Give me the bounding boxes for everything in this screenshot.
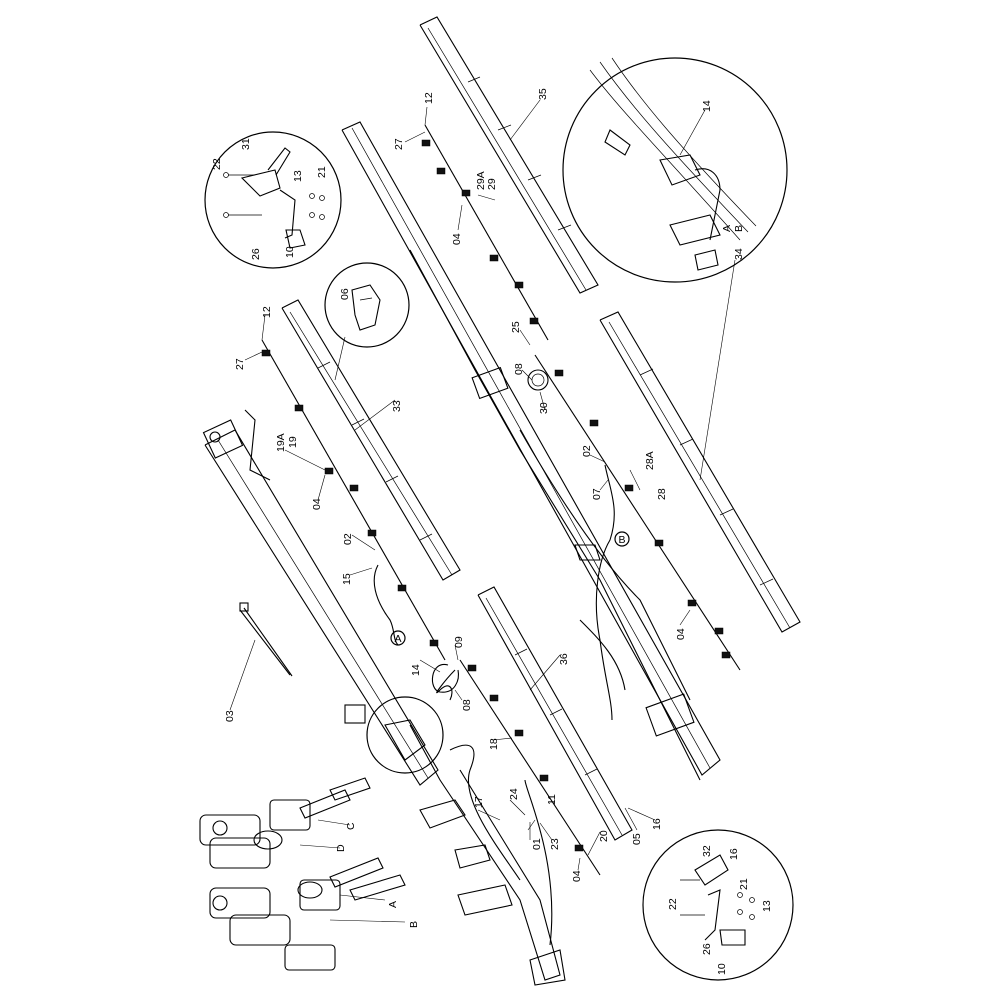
svg-text:24: 24 (508, 788, 520, 800)
svg-text:21: 21 (738, 878, 750, 890)
svg-text:08: 08 (461, 699, 473, 711)
spray-pipe-29 (421, 124, 549, 341)
svg-text:33: 33 (391, 400, 403, 412)
svg-text:16: 16 (728, 848, 740, 860)
hose-clip-14 (431, 664, 459, 693)
svg-text:27: 27 (234, 358, 246, 370)
hoses (373, 369, 615, 721)
svg-text:04: 04 (675, 628, 687, 640)
svg-text:16: 16 (651, 818, 663, 830)
valve-assembly (199, 777, 406, 971)
svg-text:29: 29 (486, 178, 498, 190)
svg-text:A: A (394, 633, 401, 645)
svg-text:14: 14 (410, 664, 422, 676)
svg-text:B: B (618, 534, 625, 546)
svg-text:31: 31 (240, 138, 252, 150)
tie-strap-03 (239, 602, 293, 677)
svg-text:A: A (721, 225, 733, 232)
main-center-beam (341, 121, 721, 781)
svg-text:04: 04 (451, 233, 463, 245)
svg-text:34: 34 (733, 248, 745, 260)
boom-rail-33 (281, 299, 461, 581)
svg-text:A: A (387, 901, 399, 908)
svg-text:04: 04 (311, 498, 323, 510)
svg-text:35: 35 (537, 88, 549, 100)
svg-text:10: 10 (284, 246, 296, 258)
svg-text:23: 23 (549, 838, 561, 850)
detail-circle-top-right: 14 A B (562, 57, 788, 283)
svg-text:25: 25 (510, 321, 522, 333)
svg-text:26: 26 (701, 943, 713, 955)
svg-text:B: B (408, 921, 420, 928)
svg-text:06: 06 (339, 288, 351, 300)
callout-labels: 12 27 35 29A 29 04 25 08 30 02 28A 28 07… (224, 88, 745, 928)
spray-pipe-18 (459, 659, 601, 876)
svg-text:02: 02 (581, 445, 593, 457)
boom-rail-35 (419, 16, 599, 294)
svg-text:12: 12 (261, 306, 273, 318)
svg-text:01: 01 (531, 838, 543, 850)
svg-text:17: 17 (473, 796, 485, 808)
svg-text:02: 02 (342, 533, 354, 545)
svg-text:15: 15 (341, 573, 353, 585)
svg-text:D: D (335, 844, 347, 852)
spray-pipe-28 (534, 354, 741, 671)
svg-text:18: 18 (488, 738, 500, 750)
svg-text:07: 07 (591, 488, 603, 500)
svg-text:08: 08 (513, 363, 525, 375)
svg-text:13: 13 (292, 170, 304, 182)
svg-text:14: 14 (701, 100, 713, 112)
svg-text:20: 20 (598, 830, 610, 842)
marker-a: A (390, 630, 406, 646)
svg-text:30: 30 (538, 402, 550, 414)
boom-rail-34 (599, 311, 801, 633)
svg-text:27: 27 (393, 138, 405, 150)
svg-text:11: 11 (546, 794, 558, 805)
svg-text:21: 21 (316, 166, 328, 178)
svg-text:12: 12 (423, 92, 435, 104)
detail-circle-top-left: 31 22 13 21 26 10 (204, 131, 342, 269)
svg-text:22: 22 (667, 898, 679, 910)
svg-text:28A: 28A (644, 451, 656, 470)
spray-pipe-19 (261, 339, 446, 661)
svg-text:09: 09 (453, 636, 465, 648)
svg-text:05: 05 (631, 833, 643, 845)
svg-text:C: C (345, 822, 357, 830)
svg-text:19A: 19A (275, 433, 287, 452)
svg-text:B: B (733, 225, 745, 232)
detail-circle-06: 06 (324, 262, 410, 381)
svg-text:03: 03 (224, 710, 236, 722)
marker-b: B (614, 531, 630, 547)
detail-circle-bottom-right: 32 16 22 21 13 26 10 (642, 829, 794, 981)
detail-circle-junction (366, 696, 444, 774)
svg-text:28: 28 (656, 488, 668, 500)
svg-text:13: 13 (761, 900, 773, 912)
svg-text:29A: 29A (475, 171, 487, 190)
svg-text:10: 10 (716, 963, 728, 975)
svg-text:22: 22 (211, 158, 223, 170)
svg-text:04: 04 (571, 870, 583, 882)
svg-text:36: 36 (558, 653, 570, 665)
svg-text:19: 19 (287, 436, 299, 448)
boom-rail-36 (477, 586, 633, 841)
lower-frame (409, 724, 566, 986)
svg-text:32: 32 (701, 845, 713, 857)
left-frame (202, 409, 439, 786)
leader-lines (229, 99, 736, 871)
svg-text:26: 26 (250, 248, 262, 260)
